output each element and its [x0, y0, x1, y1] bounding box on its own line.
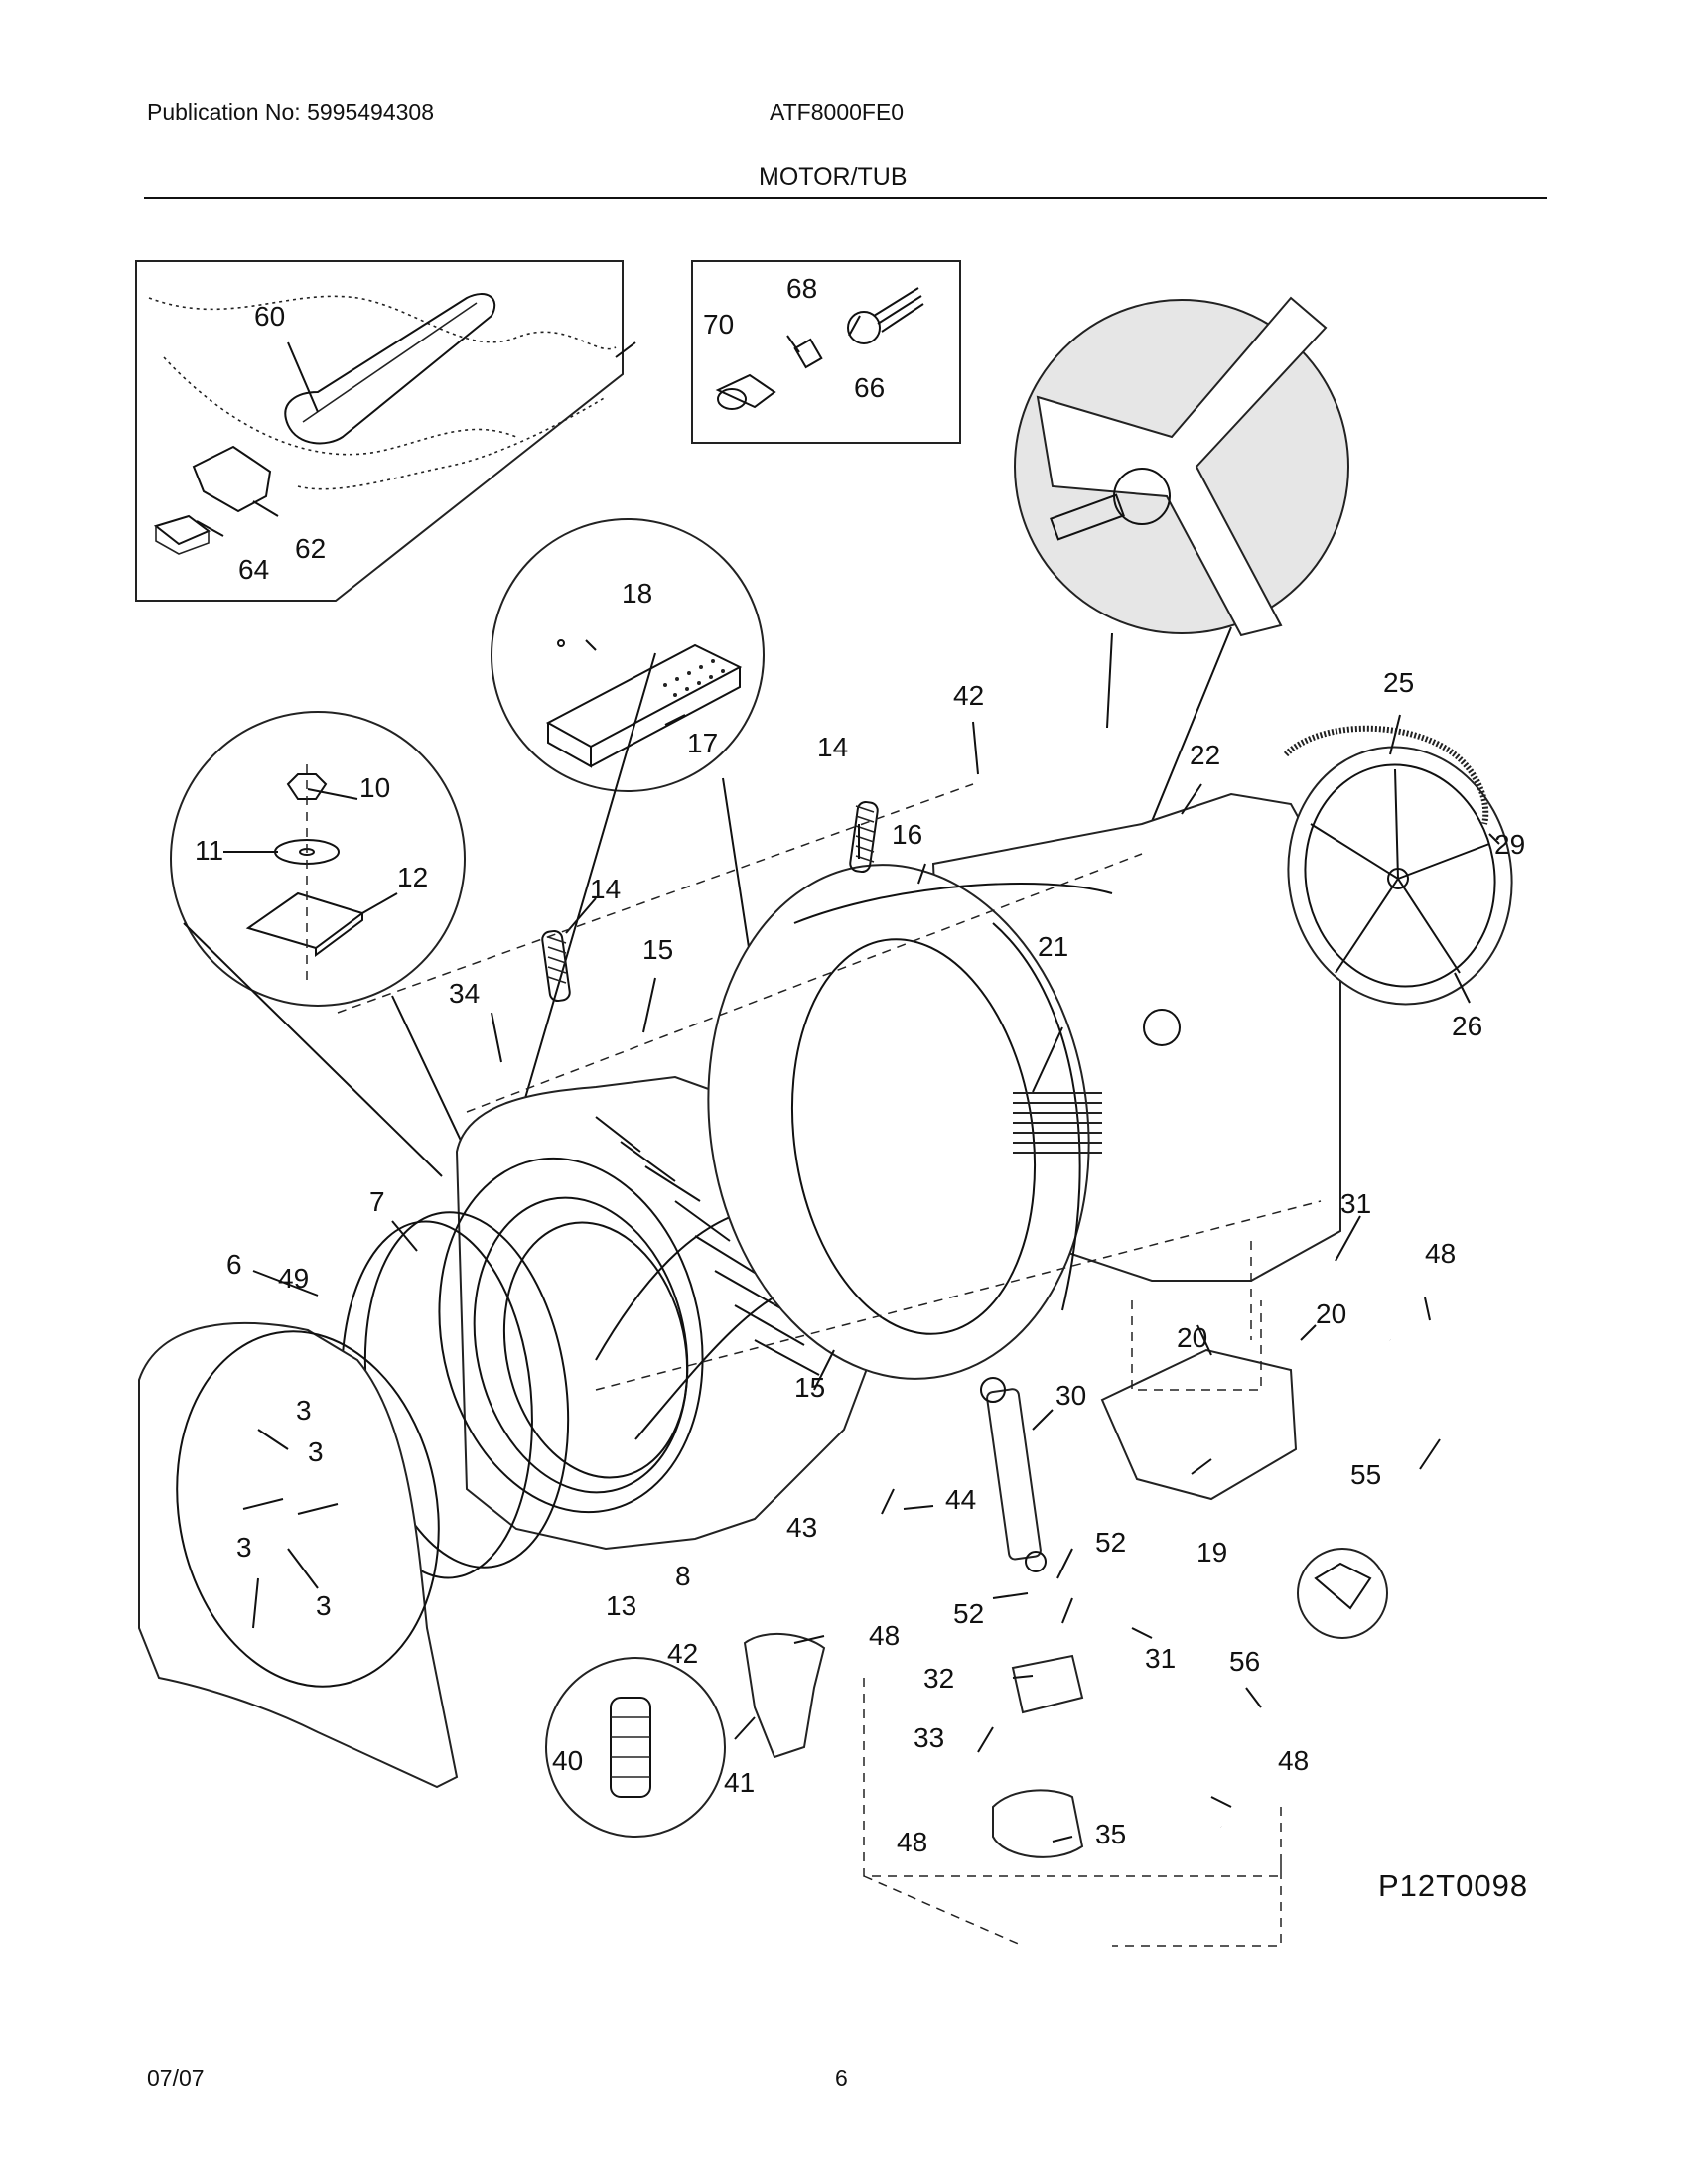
callout-26: 26 — [1452, 1011, 1482, 1041]
callout-44: 44 — [945, 1484, 976, 1515]
callout-48-upper: 48 — [1425, 1238, 1456, 1269]
callout-52-right: 52 — [1095, 1527, 1126, 1558]
callout-41: 41 — [724, 1767, 755, 1798]
callout-20-right: 20 — [1316, 1298, 1346, 1329]
callout-11: 11 — [195, 835, 223, 866]
lower-components — [545, 1339, 1425, 1947]
callout-15-upper: 15 — [642, 934, 673, 965]
section-title: MOTOR/TUB — [759, 163, 908, 191]
leader-lines — [196, 315, 1500, 1843]
callout-56: 56 — [1229, 1646, 1260, 1677]
callout-25: 25 — [1383, 667, 1414, 698]
callout-33: 33 — [914, 1722, 944, 1753]
callout-15-lower: 15 — [794, 1372, 825, 1403]
callout-13: 13 — [606, 1590, 636, 1621]
callout-48-lower: 48 — [897, 1827, 927, 1857]
callout-3-a: 3 — [296, 1395, 312, 1426]
inset-hose-bracket — [135, 260, 624, 602]
callout-20-left: 20 — [1177, 1322, 1207, 1353]
tub-rear-assembly — [707, 792, 1341, 1380]
page-number: 6 — [835, 2065, 848, 2091]
callout-14-lower: 14 — [590, 874, 621, 904]
callout-6: 6 — [226, 1249, 242, 1280]
callout-42-lower: 42 — [667, 1638, 698, 1669]
callout-52-left: 52 — [953, 1598, 984, 1629]
callout-42-upper: 42 — [953, 680, 984, 711]
callout-31-lower: 31 — [1145, 1643, 1176, 1674]
callout-3-b: 3 — [308, 1436, 324, 1467]
callout-66: 66 — [854, 372, 885, 403]
tub-springs — [541, 800, 879, 1003]
callout-8: 8 — [675, 1561, 691, 1591]
model-number: ATF8000FE0 — [770, 99, 905, 125]
publication-number: Publication No: 5995494308 — [147, 99, 435, 125]
footer-date: 07/07 — [147, 2065, 205, 2091]
front-panel-gasket — [138, 1211, 570, 1789]
callout-62: 62 — [295, 533, 326, 564]
callout-60: 60 — [254, 301, 285, 332]
detail-spider-shaft — [1014, 296, 1349, 924]
callout-49: 49 — [278, 1263, 309, 1294]
callout-10: 10 — [359, 772, 390, 803]
callout-64: 64 — [238, 554, 269, 585]
callout-48-middle: 48 — [869, 1620, 900, 1651]
callout-18: 18 — [622, 578, 652, 609]
callout-43: 43 — [786, 1512, 817, 1543]
detail-nut-washer — [170, 711, 473, 1177]
callout-35: 35 — [1095, 1819, 1126, 1849]
detail-damper-pad — [491, 518, 785, 1182]
callout-labels: 60 62 64 68 70 66 18 17 10 11 12 14 14 1… — [195, 273, 1525, 1857]
header-rule — [144, 197, 1547, 199]
callout-12: 12 — [397, 862, 428, 892]
callout-55: 55 — [1350, 1459, 1381, 1490]
callout-32: 32 — [923, 1663, 954, 1694]
pulley-belt — [1283, 725, 1513, 1006]
callout-70: 70 — [703, 309, 734, 340]
callout-30: 30 — [1055, 1380, 1086, 1411]
callout-3-c: 3 — [236, 1532, 252, 1563]
callout-7: 7 — [369, 1186, 385, 1217]
callout-14-upper: 14 — [817, 732, 848, 762]
figure-code: P12T0098 — [1378, 1868, 1529, 1903]
callout-34: 34 — [449, 978, 480, 1009]
callout-48-right: 48 — [1278, 1745, 1309, 1776]
callout-21: 21 — [1038, 931, 1068, 962]
callout-22: 22 — [1190, 740, 1220, 770]
callout-31-upper: 31 — [1340, 1188, 1371, 1219]
callout-68: 68 — [786, 273, 817, 304]
inset-sensor — [691, 260, 961, 444]
callout-29: 29 — [1494, 829, 1525, 860]
callout-16: 16 — [892, 819, 922, 850]
callout-40: 40 — [552, 1745, 583, 1776]
callout-3-d: 3 — [316, 1590, 332, 1621]
callout-17: 17 — [687, 728, 718, 758]
callout-19: 19 — [1196, 1537, 1227, 1568]
